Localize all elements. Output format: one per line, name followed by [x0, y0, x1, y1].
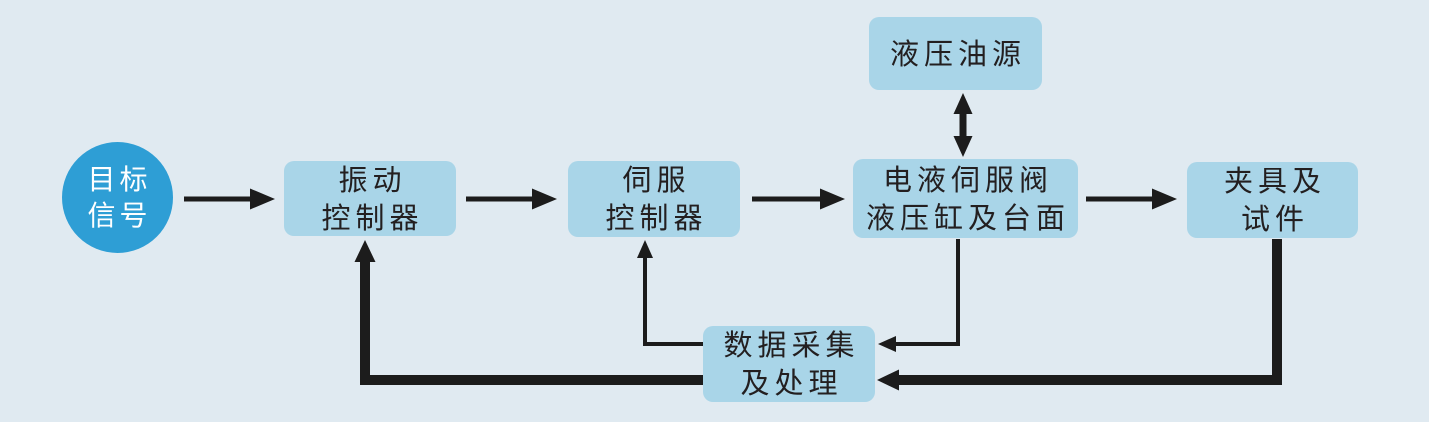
arrow-fixture-to-daq	[877, 239, 1282, 391]
node-label-line: 目标	[87, 162, 152, 196]
node-label-line: 伺服	[622, 163, 691, 197]
node-label-line: 试件	[1240, 202, 1309, 236]
node-label-line: 振动	[338, 162, 407, 197]
arrow-valve-to-daq	[878, 239, 960, 352]
node-label-line: 信号	[87, 198, 152, 232]
node-servo-valve-cylinder-table: 电液伺服阀 液压缸及台面	[853, 159, 1078, 238]
node-fixture-specimen: 夹具及 试件	[1187, 162, 1358, 238]
node-label-line: 液压缸及台面	[865, 200, 1070, 235]
node-label-line: 数据采集	[723, 328, 860, 362]
node-hydraulic-oil-source: 液压油源	[869, 17, 1042, 90]
node-label-line: 液压油源	[889, 36, 1026, 71]
node-label-line: 夹具及	[1223, 164, 1326, 198]
arrow-vibration-to-servo	[466, 188, 557, 210]
node-label-line: 控制器	[605, 201, 708, 235]
node-servo-controller: 伺服 控制器	[568, 161, 740, 237]
arrow-target-to-vibration	[184, 188, 275, 210]
node-label-line: 控制器	[321, 200, 424, 235]
node-data-acquisition-processing: 数据采集 及处理	[703, 326, 875, 402]
node-target-signal: 目标 信号	[62, 142, 173, 253]
arrow-servo-to-valve	[752, 188, 845, 210]
arrow-oil-valve-bidirectional	[953, 93, 973, 157]
node-label-line: 电液伺服阀	[882, 162, 1053, 197]
arrow-valve-to-fixture	[1086, 188, 1177, 210]
node-vibration-controller: 振动 控制器	[284, 161, 456, 236]
arrow-daq-to-servo	[637, 240, 703, 346]
arrow-daq-to-vibration	[354, 240, 703, 385]
node-label-line: 及处理	[740, 366, 843, 400]
